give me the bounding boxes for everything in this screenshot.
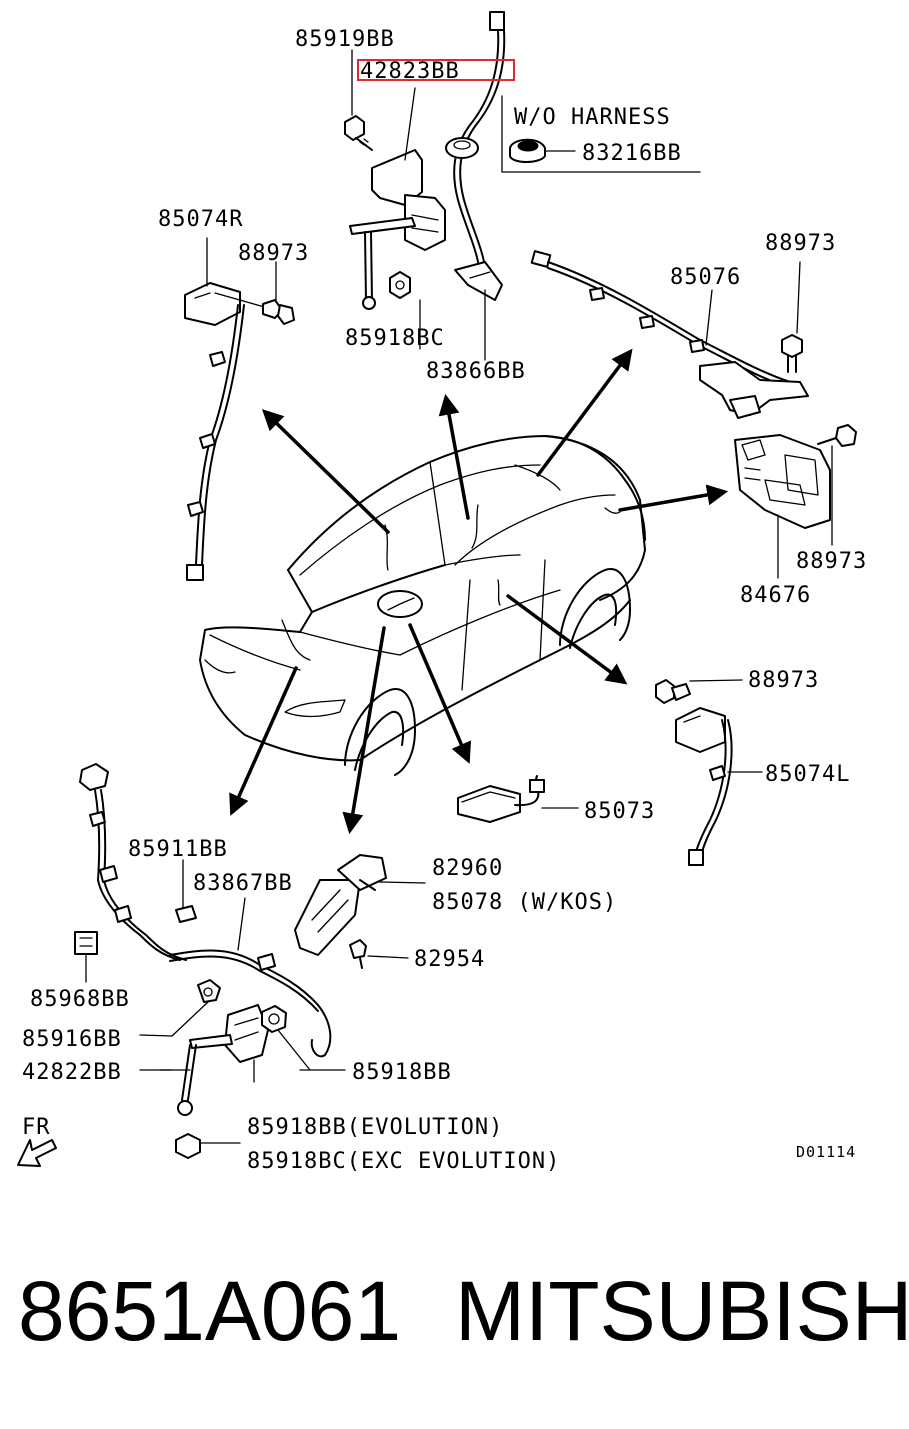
actuator-85078-assembly xyxy=(294,854,426,969)
top-sensor-assembly xyxy=(344,11,701,361)
label-85916BB: 85916BB xyxy=(22,1027,122,1052)
label-85074L: 85074L xyxy=(765,762,850,787)
label-85073: 85073 xyxy=(584,799,655,824)
label-85918BC: 85918BC xyxy=(345,326,445,351)
label-85968BB: 85968BB xyxy=(30,987,130,1012)
label-83216BB: 83216BB xyxy=(582,141,682,166)
label-88973-a: 88973 xyxy=(238,241,309,266)
label-42823BB: 42823BB xyxy=(360,59,460,84)
label-85074R: 85074R xyxy=(158,207,243,232)
label-88973-d: 88973 xyxy=(748,668,819,693)
label-85918BB: 85918BB xyxy=(352,1060,452,1085)
label-85919BB: 85919BB xyxy=(295,27,395,52)
label-88973-c: 88973 xyxy=(796,549,867,574)
label-42822BB: 42822BB xyxy=(22,1060,122,1085)
label-85911BB: 85911BB xyxy=(128,837,228,862)
car-outline xyxy=(199,435,646,776)
sensor-85074r-assembly xyxy=(184,237,295,581)
label-fr: FR xyxy=(22,1115,51,1140)
label-83866BB: 83866BB xyxy=(426,359,526,384)
label-85078: 85078 (W/KOS) xyxy=(432,890,617,915)
label-wo-harness: W/O HARNESS xyxy=(514,105,671,130)
lower-left-assembly xyxy=(17,763,332,1167)
label-83867BB: 83867BB xyxy=(193,871,293,896)
control-unit-84676-assembly xyxy=(734,424,857,579)
label-88973-b: 88973 xyxy=(765,231,836,256)
label-85918BC-exc-evolution: 85918BC(EXC EVOLUTION) xyxy=(247,1149,560,1174)
label-82960: 82960 xyxy=(432,856,503,881)
label-85918BB-evolution: 85918BB(EVOLUTION) xyxy=(247,1115,503,1140)
module-85073-assembly xyxy=(457,775,579,823)
part-labels: 85919BB 42823BB W/O HARNESS 83216BB 8507… xyxy=(22,27,867,1174)
label-diagram-code: D01114 xyxy=(796,1143,856,1161)
label-82954: 82954 xyxy=(414,947,485,972)
highlight-box xyxy=(357,59,515,81)
sensor-85074l-assembly xyxy=(655,679,763,866)
footer-brand: MITSUBISHI xyxy=(455,1264,909,1358)
footer-part-number: 8651A061 xyxy=(18,1264,401,1358)
leader-lines xyxy=(139,299,421,1071)
footer: 8651A061 MITSUBISHI xyxy=(18,1264,909,1358)
location-arrows xyxy=(229,348,729,835)
label-84676: 84676 xyxy=(740,583,811,608)
harness-85076-assembly xyxy=(530,250,809,419)
label-85076: 85076 xyxy=(670,265,741,290)
